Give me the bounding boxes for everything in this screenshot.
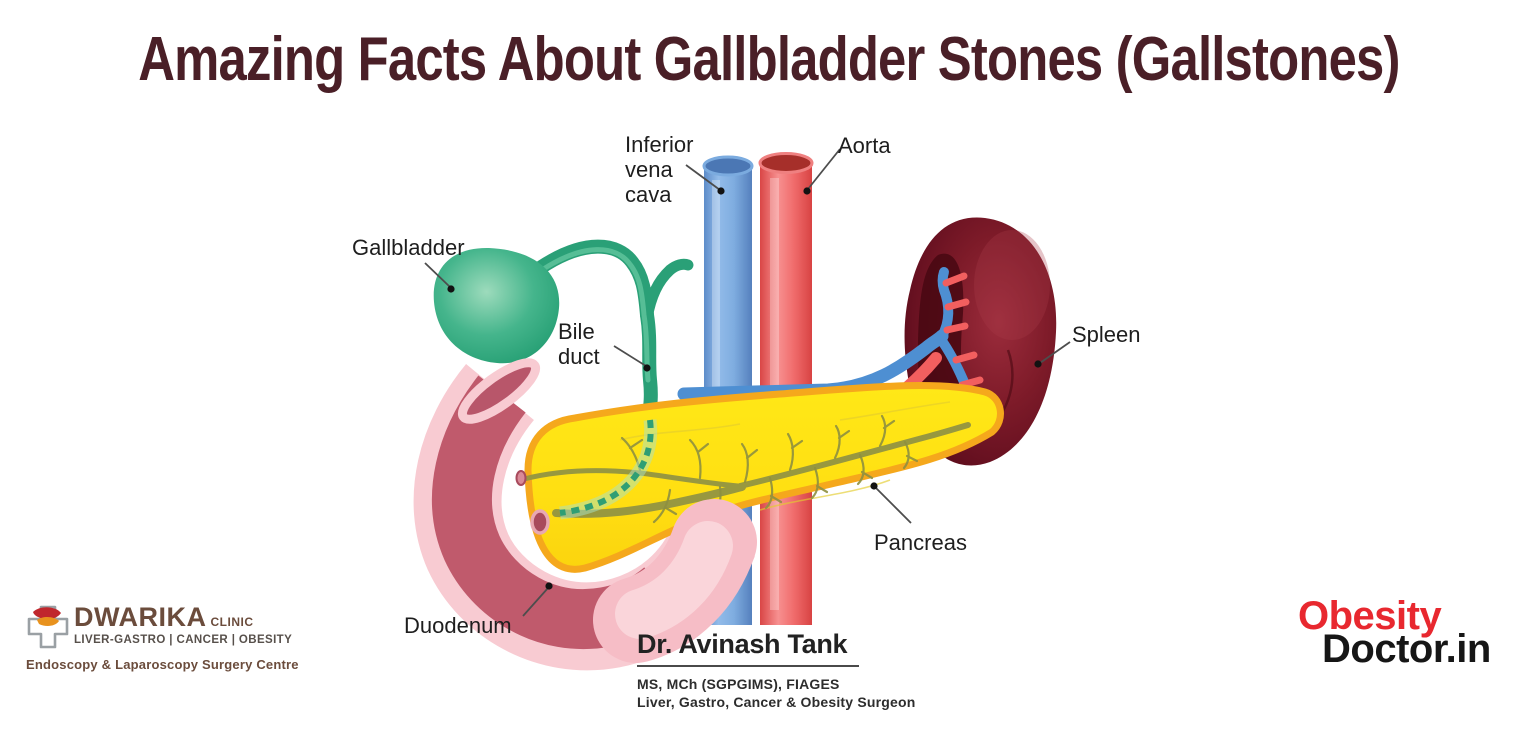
brand-line2: Doctor.in — [1322, 626, 1491, 671]
pointer-dots — [447, 187, 1042, 590]
clinic-subtitle: Endoscopy & Laparoscopy Surgery Centre — [26, 657, 299, 672]
doctor-specialty: Liver, Gastro, Cancer & Obesity Surgeon — [637, 694, 916, 710]
label-pancreas: Pancreas — [874, 530, 967, 555]
clinic-cross-liver-icon — [27, 605, 69, 649]
bile-duct-graphic — [533, 239, 694, 431]
label-gallbladder: Gallbladder — [352, 235, 465, 260]
label-bile-duct: Bile duct — [558, 319, 600, 369]
pointer-lines — [424, 148, 1071, 617]
clinic-type: CLINIC — [210, 615, 254, 629]
doctor-credit: Dr. Avinash Tank MS, MCh (SGPGIMS), FIAG… — [637, 629, 916, 710]
pancreas-graphic — [521, 382, 1004, 573]
divider — [637, 665, 859, 667]
brand-line1: Obesity — [1298, 594, 1442, 638]
clinic-logo: DWARIKA CLINIC LIVER-GASTRO | CANCER | O… — [26, 602, 299, 673]
label-spleen: Spleen — [1072, 322, 1141, 347]
label-aorta: Aorta — [838, 133, 891, 158]
label-inferior-vena-cava: Inferior vena cava — [625, 132, 694, 207]
clinic-name: DWARIKA — [74, 602, 207, 632]
papilla-spots — [515, 470, 550, 535]
splenic-artery-branches — [942, 272, 984, 389]
label-duodenum: Duodenum — [404, 613, 512, 638]
doctor-credentials: MS, MCh (SGPGIMS), FIAGES — [637, 676, 840, 692]
duodenum-endcap-graphic — [593, 499, 757, 663]
clinic-services: LIVER-GASTRO | CANCER | OBESITY — [74, 634, 293, 646]
page-title: Amazing Facts About Gallbladder Stones (… — [138, 25, 1400, 94]
doctor-name: Dr. Avinash Tank — [637, 629, 848, 659]
brand-logo: Obesity Doctor.in — [1298, 594, 1491, 671]
gallbladder-graphic — [433, 247, 560, 364]
